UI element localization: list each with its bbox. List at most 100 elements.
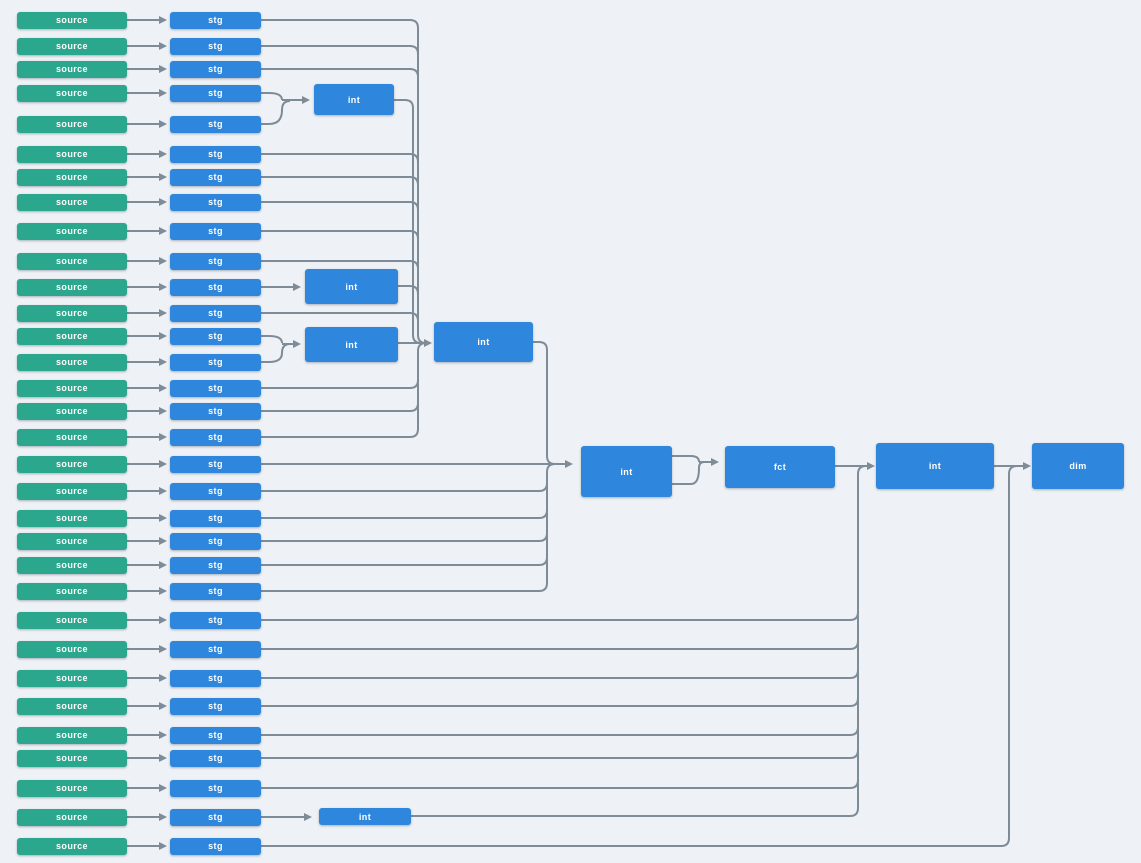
- node-source-32[interactable]: source: [17, 837, 127, 855]
- node-source-28[interactable]: source: [17, 726, 127, 744]
- node-source-22[interactable]: source: [17, 556, 127, 574]
- node-stg-21[interactable]: stg: [170, 532, 261, 550]
- node-stg-2[interactable]: stg: [170, 37, 261, 55]
- node-source-13[interactable]: source: [17, 327, 127, 345]
- node-stg-18[interactable]: stg: [170, 455, 261, 473]
- node-stg-16[interactable]: stg: [170, 402, 261, 420]
- edge-39: [261, 260, 419, 270]
- edge-75: [261, 779, 859, 789]
- node-source-7[interactable]: source: [17, 168, 127, 186]
- node-stg-19[interactable]: stg: [170, 482, 261, 500]
- edge-33: [261, 45, 419, 55]
- node-stg-28[interactable]: stg: [170, 726, 261, 744]
- node-source-16[interactable]: source: [17, 402, 127, 420]
- node-stg-12[interactable]: stg: [170, 304, 261, 322]
- edge-56: [533, 341, 556, 465]
- node-stg-24[interactable]: stg: [170, 611, 261, 629]
- node-source-20[interactable]: source: [17, 509, 127, 527]
- node-stg-8[interactable]: stg: [170, 193, 261, 211]
- node-source-27[interactable]: source: [17, 697, 127, 715]
- edge-36: [261, 176, 419, 186]
- node-dim-1[interactable]: dim: [1032, 443, 1124, 489]
- node-stg-3[interactable]: stg: [170, 60, 261, 78]
- edge-62: [261, 582, 548, 592]
- node-stg-31[interactable]: stg: [170, 808, 261, 826]
- node-stg-30[interactable]: stg: [170, 779, 261, 797]
- node-int-1[interactable]: int: [314, 84, 394, 115]
- edge-45: [417, 342, 427, 429]
- node-int-3[interactable]: int: [305, 327, 398, 362]
- node-stg-27[interactable]: stg: [170, 697, 261, 715]
- edge-80: [261, 837, 1010, 847]
- node-stg-9[interactable]: stg: [170, 222, 261, 240]
- node-stg-22[interactable]: stg: [170, 556, 261, 574]
- node-source-30[interactable]: source: [17, 779, 127, 797]
- node-stg-1[interactable]: stg: [170, 11, 261, 29]
- node-source-23[interactable]: source: [17, 582, 127, 600]
- node-source-19[interactable]: source: [17, 482, 127, 500]
- node-stg-10[interactable]: stg: [170, 252, 261, 270]
- node-source-31[interactable]: source: [17, 808, 127, 826]
- node-stg-15[interactable]: stg: [170, 379, 261, 397]
- node-stg-6[interactable]: stg: [170, 145, 261, 163]
- node-stg-23[interactable]: stg: [170, 582, 261, 600]
- edge-61: [261, 556, 548, 566]
- edge-40: [261, 312, 419, 322]
- edge-37: [261, 201, 419, 211]
- node-source-9[interactable]: source: [17, 222, 127, 240]
- node-stg-13[interactable]: stg: [170, 327, 261, 345]
- edge-48: [261, 92, 283, 101]
- edge-60: [261, 532, 548, 542]
- node-stg-20[interactable]: stg: [170, 509, 261, 527]
- node-stg-29[interactable]: stg: [170, 749, 261, 767]
- node-source-5[interactable]: source: [17, 115, 127, 133]
- node-source-12[interactable]: source: [17, 304, 127, 322]
- edge-35: [261, 153, 419, 163]
- node-int-6[interactable]: int: [876, 443, 994, 489]
- node-int-2[interactable]: int: [305, 269, 398, 304]
- edge-43: [261, 428, 419, 438]
- edge-59: [261, 509, 548, 519]
- node-source-24[interactable]: source: [17, 611, 127, 629]
- node-source-2[interactable]: source: [17, 37, 127, 55]
- node-stg-25[interactable]: stg: [170, 640, 261, 658]
- node-source-8[interactable]: source: [17, 193, 127, 211]
- edge-76: [411, 807, 859, 817]
- edge-44: [417, 28, 427, 344]
- edge-68: [857, 465, 867, 808]
- edge-69: [261, 611, 859, 621]
- edge-64: [672, 455, 700, 463]
- edge-34: [261, 68, 419, 78]
- node-stg-14[interactable]: stg: [170, 353, 261, 371]
- node-source-15[interactable]: source: [17, 379, 127, 397]
- node-stg-32[interactable]: stg: [170, 837, 261, 855]
- node-source-3[interactable]: source: [17, 60, 127, 78]
- node-int-4[interactable]: int: [434, 322, 533, 362]
- edge-32: [261, 19, 419, 29]
- node-source-18[interactable]: source: [17, 455, 127, 473]
- node-source-17[interactable]: source: [17, 428, 127, 446]
- node-source-1[interactable]: source: [17, 11, 127, 29]
- node-source-26[interactable]: source: [17, 669, 127, 687]
- node-source-14[interactable]: source: [17, 353, 127, 371]
- node-int-5[interactable]: int: [581, 446, 672, 497]
- node-stg-7[interactable]: stg: [170, 168, 261, 186]
- node-source-29[interactable]: source: [17, 749, 127, 767]
- node-stg-17[interactable]: stg: [170, 428, 261, 446]
- node-stg-26[interactable]: stg: [170, 669, 261, 687]
- edge-47: [398, 285, 419, 295]
- node-int-7[interactable]: int: [319, 808, 411, 825]
- node-fct-1[interactable]: fct: [725, 446, 835, 488]
- edge-49: [261, 100, 291, 125]
- edge-46: [394, 99, 422, 344]
- node-source-21[interactable]: source: [17, 532, 127, 550]
- node-source-6[interactable]: source: [17, 145, 127, 163]
- node-source-11[interactable]: source: [17, 278, 127, 296]
- node-stg-5[interactable]: stg: [170, 115, 261, 133]
- node-source-10[interactable]: source: [17, 252, 127, 270]
- node-source-4[interactable]: source: [17, 84, 127, 102]
- node-source-25[interactable]: source: [17, 640, 127, 658]
- node-stg-4[interactable]: stg: [170, 84, 261, 102]
- node-stg-11[interactable]: stg: [170, 278, 261, 296]
